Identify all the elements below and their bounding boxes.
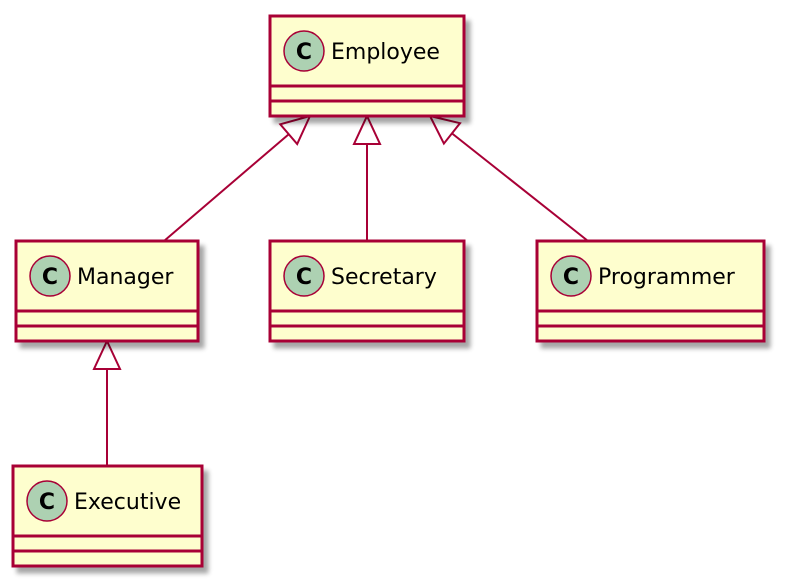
class-name: Employee xyxy=(331,40,440,65)
class-glyph: C xyxy=(563,265,579,290)
class-circle-icon: C xyxy=(283,30,325,72)
inheritance-arrowhead xyxy=(428,114,462,146)
class-circle-icon: C xyxy=(26,480,68,522)
inheritance-arrowhead xyxy=(92,338,122,370)
class-employee[interactable]: C Employee xyxy=(268,14,466,118)
inheritance-arrowhead xyxy=(278,114,312,146)
class-executive[interactable]: C Executive xyxy=(11,464,204,568)
edge-line xyxy=(451,132,589,242)
inheritance-secretary-to-employee xyxy=(352,113,382,241)
edge-line xyxy=(163,133,290,242)
class-glyph: C xyxy=(39,490,55,515)
class-name: Secretary xyxy=(331,265,437,290)
class-circle-icon: C xyxy=(283,255,325,297)
inheritance-programmer-to-employee xyxy=(428,114,589,242)
class-glyph: C xyxy=(296,40,312,65)
class-manager[interactable]: C Manager xyxy=(14,239,200,343)
class-circle-icon: C xyxy=(550,255,592,297)
class-name: Programmer xyxy=(598,265,736,290)
inheritance-executive-to-manager xyxy=(92,338,122,466)
class-glyph: C xyxy=(296,265,312,290)
class-name: Manager xyxy=(77,265,174,290)
inheritance-manager-to-employee xyxy=(163,114,312,242)
class-glyph: C xyxy=(42,265,58,290)
inheritance-edges xyxy=(92,113,589,466)
class-secretary[interactable]: C Secretary xyxy=(268,239,466,343)
inheritance-arrowhead xyxy=(352,113,382,145)
class-name: Executive xyxy=(74,490,181,515)
class-circle-icon: C xyxy=(29,255,71,297)
class-programmer[interactable]: C Programmer xyxy=(535,239,766,343)
